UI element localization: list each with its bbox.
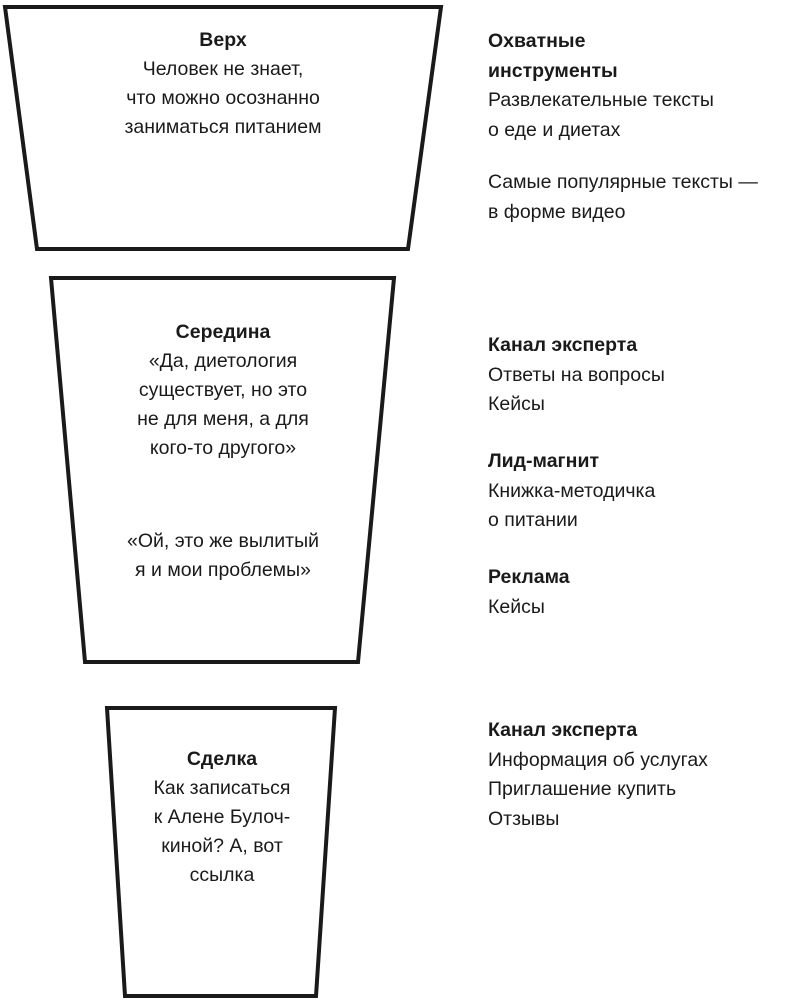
note-broad-reach-tools: Охватные инструменты Развлекательные тек… — [488, 27, 788, 145]
funnel-stage-middle-text: Середина «Да, диетология существует, но … — [92, 318, 354, 463]
note-advertising: Реклама Кейсы — [488, 563, 788, 622]
stage-top-line-1: Человек не знает, — [142, 58, 304, 80]
stage-middle-title: Середина — [175, 321, 271, 343]
note-expert-channel-deal: Канал эксперта Информация об услугах При… — [488, 716, 788, 834]
stage-deal-title: Сделка — [186, 748, 258, 770]
note-5-title: Реклама — [488, 566, 570, 588]
stage-deal-line-1: Как записаться — [153, 777, 291, 799]
note-1-title-line-2: инструменты — [488, 59, 618, 82]
stage-middle-line-3: не для меня, а для — [137, 408, 309, 430]
note-3-line-2: Кейсы — [488, 393, 545, 415]
stage-deal-line-2: к Алене Булоч- — [153, 806, 291, 828]
stage-top-line-3: заниматься питанием — [124, 116, 322, 138]
note-3-title: Канал эксперта — [488, 334, 638, 356]
stage-deal-line-3: киной? А, вот — [161, 835, 283, 857]
note-6-line-2: Приглашение купить — [488, 778, 677, 800]
stage-middle-line-2: существует, но это — [138, 379, 308, 401]
stage-middle-line-1: «Да, диетология — [148, 350, 298, 372]
note-1-line-1: Развлекательные тексты — [488, 89, 714, 111]
stage-deal-line-4: ссылка — [189, 864, 255, 886]
note-popular-texts-video: Самые популярные тексты — в форме видео — [488, 168, 788, 227]
note-6-title: Канал эксперта — [488, 719, 638, 741]
stage-top-line-2: что можно осознанно — [126, 87, 320, 109]
stage-middle-line-4: кого-то другого» — [149, 437, 297, 459]
funnel-stage-top-text: Верх Человек не знает, что можно осознан… — [60, 26, 386, 142]
note-lead-magnet: Лид-магнит Книжка-методичка о питании — [488, 447, 788, 536]
note-4-line-2: о питании — [488, 509, 578, 531]
stage-middle-secondary-line-2: я и мои проблемы» — [135, 559, 311, 581]
note-expert-channel-middle: Канал эксперта Ответы на вопросы Кейсы — [488, 331, 788, 420]
note-2-line-2: в форме видео — [488, 200, 626, 223]
note-3-line-1: Ответы на вопросы — [488, 363, 665, 386]
note-6-line-3: Отзывы — [488, 807, 560, 830]
note-6-line-1: Информация об услугах — [488, 748, 708, 771]
note-2-line-1: Самые популярные тексты — — [488, 171, 758, 193]
note-1-line-2: о еде и диетах — [488, 118, 621, 141]
note-4-title: Лид-магнит — [488, 450, 599, 472]
stage-middle-secondary-line-1: «Ой, это же вылитый — [126, 530, 320, 552]
funnel-stage-middle-text-secondary: «Ой, это же вылитый я и мои проблемы» — [92, 527, 354, 585]
note-5-line-1: Кейсы — [488, 595, 545, 618]
funnel-stage-deal-text: Сделка Как записаться к Алене Булоч- кин… — [118, 745, 326, 890]
note-1-title-line-1: Охватные — [488, 30, 586, 52]
note-4-line-1: Книжка-методичка — [488, 479, 656, 502]
stage-top-title: Верх — [199, 29, 247, 51]
